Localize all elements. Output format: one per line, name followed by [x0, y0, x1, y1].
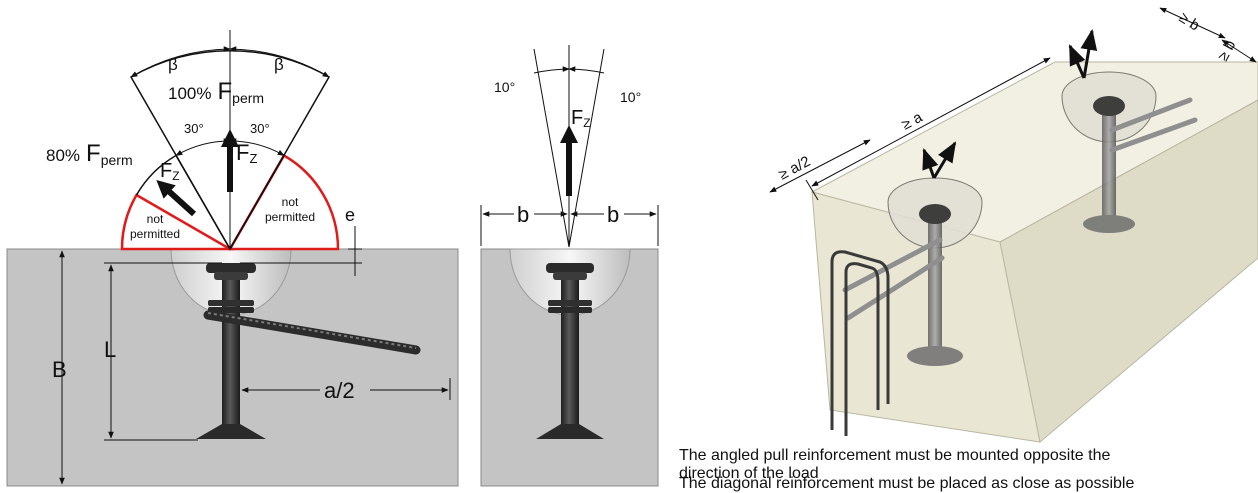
dim-b-right-label: ≥ b — [1215, 38, 1240, 64]
angled-rebar-front — [203, 310, 421, 355]
block-side-face — [999, 99, 1258, 443]
beta-label-right: β — [274, 55, 284, 74]
not-permitted-left-line1: not — [147, 212, 164, 226]
ray-left-60 — [175, 155, 231, 250]
lifting-anchor-iso-2 — [1083, 96, 1135, 233]
b-left-label: b — [517, 202, 529, 227]
rebar-iso — [842, 97, 1198, 321]
arrow-up-icon — [1068, 28, 1098, 79]
not-permitted-left-line2: permitted — [130, 227, 180, 241]
ray-right-60 — [229, 155, 285, 250]
stirrup-iso — [830, 250, 890, 436]
dim-b-right-line — [1221, 39, 1257, 63]
cone-ray-right — [568, 48, 605, 248]
arrow-diagonal-icon — [156, 179, 197, 217]
cone-ray-left — [533, 48, 570, 248]
side-angle-right-label: 10° — [620, 89, 641, 105]
side-angle-left-label: 10° — [494, 79, 515, 95]
not-permitted-right-line2: permitted — [265, 210, 315, 224]
beta-arc-left — [130, 46, 231, 78]
dim-a-label: ≥ a — [899, 108, 926, 133]
note-line-2: direction of the load — [679, 465, 819, 482]
beta-arc-right — [229, 46, 330, 78]
B-label: B — [52, 357, 67, 382]
lifting-anchor-side — [536, 263, 604, 439]
dim-b-top-label: ≥ b — [1176, 9, 1203, 34]
arc-80-zone — [135, 154, 177, 196]
side-fz-label: FZ — [571, 107, 591, 130]
b-right-label: b — [607, 202, 619, 227]
not-permitted-right-line1: not — [282, 195, 299, 209]
dim-b-top-line — [1159, 7, 1226, 39]
a-half-label-bg — [320, 378, 370, 400]
front-view: β β 100%Fperm 30° 30° FZ 80%Fperm FZ not… — [6, 30, 459, 487]
not-permitted-zone-right — [227, 153, 340, 251]
L-label: L — [104, 337, 116, 362]
f80-label: 80%Fperm — [46, 140, 133, 168]
angle-30-right-label: 30° — [250, 121, 270, 136]
side-angle-arc-right — [568, 66, 605, 74]
beta-label-left: β — [168, 55, 178, 74]
note-line-3: The diagonal reinforcement must be place… — [679, 475, 1135, 492]
note-line-1: The angled pull reinforcement must be mo… — [679, 447, 1111, 464]
fz-main-label: FZ — [236, 140, 257, 166]
f100-label: 100%Fperm — [168, 78, 264, 106]
angle-arc-30-left — [175, 138, 231, 156]
b-right-bg — [604, 203, 624, 225]
b-left-bg — [514, 203, 534, 225]
dim-a-half-line — [769, 139, 871, 193]
iso-view: ≥ a ≥ a/2 ≥ b ≥ b — [769, 7, 1258, 443]
fz-inclined-label: FZ — [160, 160, 180, 183]
side-view: 10° 10° FZ b b — [480, 45, 659, 487]
not-permitted-zone-left — [120, 193, 235, 251]
a-half-label: a/2 — [324, 378, 355, 403]
side-angle-arc-left — [533, 66, 570, 74]
e-label: e — [345, 205, 355, 225]
angle-30-left-label: 30° — [184, 121, 204, 136]
lifting-anchor-iso-1 — [907, 204, 963, 366]
